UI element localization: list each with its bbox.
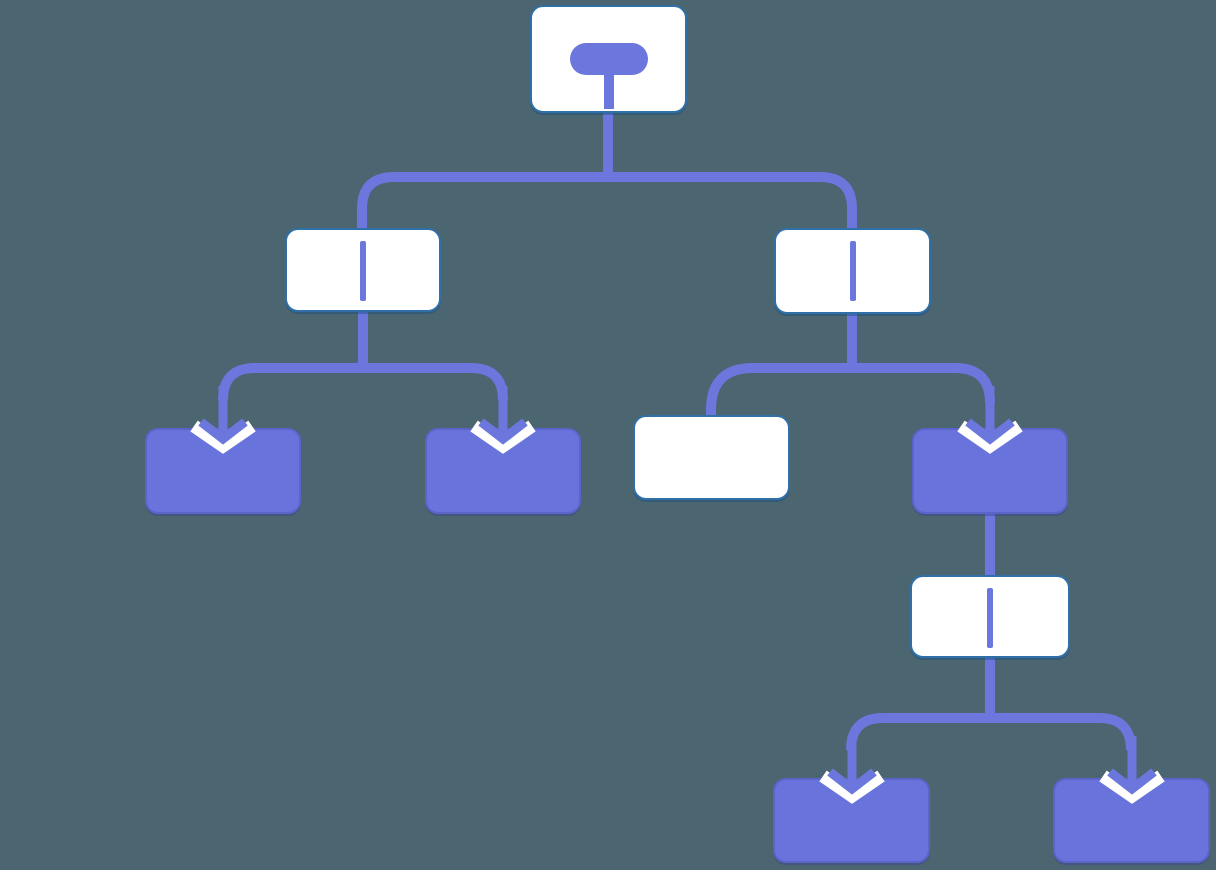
node-leaf-bottom-1[interactable] [773, 736, 930, 863]
connector-left-fork [218, 363, 508, 401]
pass-through-line-icon [987, 588, 993, 648]
node-leaf-left-1[interactable] [145, 386, 301, 514]
node-branch-bottom[interactable] [910, 575, 1070, 658]
node-leaf-left-2[interactable] [425, 386, 581, 514]
node-leaf-right[interactable] [912, 386, 1068, 514]
node-branch-left[interactable] [285, 228, 441, 312]
pass-through-line-icon [849, 241, 856, 301]
connector-bottom-fork [846, 713, 1136, 751]
node-root[interactable] [530, 5, 687, 113]
node-leaf-bottom-2[interactable] [1053, 736, 1210, 863]
node-child-right-plain[interactable] [633, 415, 790, 500]
pass-through-line-icon [360, 241, 366, 301]
node-branch-right[interactable] [774, 228, 931, 314]
connector-right-fork [706, 363, 995, 416]
start-pill-stem [603, 69, 614, 109]
connector-root-fork [357, 172, 857, 230]
